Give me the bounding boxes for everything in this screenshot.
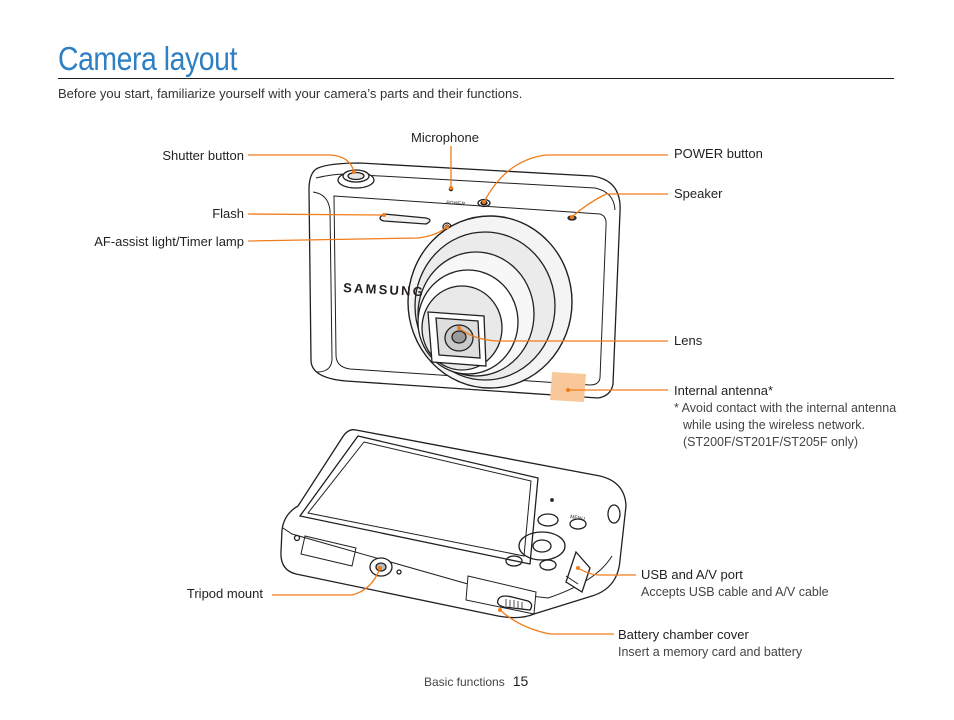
label-af-assist-light: AF-assist light/Timer lamp <box>94 234 244 249</box>
camera-front-illustration <box>308 162 621 402</box>
battery-chamber-description: Insert a memory card and battery <box>618 645 803 659</box>
callout-lens <box>458 327 668 342</box>
label-speaker: Speaker <box>674 186 723 201</box>
antenna-note-line-1: * Avoid contact with the internal antenn… <box>674 401 897 415</box>
callout-flash <box>247 213 385 216</box>
page-footer: Basic functions 15 <box>424 673 528 689</box>
antenna-note-line-2: while using the wireless network. <box>683 418 866 432</box>
callout-speaker <box>571 193 668 218</box>
label-usb-av-port: USB and A/V port <box>641 567 743 582</box>
callout-power <box>483 154 668 203</box>
menu-button-text: MENU <box>570 514 586 523</box>
label-flash: Flash <box>212 206 244 221</box>
footer-section-name: Basic functions <box>424 675 505 689</box>
label-shutter-button: Shutter button <box>162 148 244 163</box>
title-divider <box>58 78 894 79</box>
label-internal-antenna: Internal antenna* <box>674 383 774 398</box>
callout-shutter <box>248 154 355 173</box>
callout-battery <box>499 609 614 635</box>
intro-text: Before you start, familiarize yourself w… <box>58 86 523 101</box>
callout-lines <box>247 146 668 635</box>
callout-tripod <box>272 567 381 596</box>
callout-usb <box>577 567 636 576</box>
label-battery-chamber-cover: Battery chamber cover <box>618 627 749 642</box>
brand-logo: SAMSUNG <box>343 280 426 299</box>
label-lens: Lens <box>674 333 703 348</box>
page-number: 15 <box>512 673 529 689</box>
usb-av-port-description: Accepts USB cable and A/V cable <box>641 585 829 599</box>
callout-endpoints <box>352 170 580 612</box>
antenna-note: * Avoid contact with the internal antenn… <box>674 400 896 451</box>
power-engraving: POWER <box>446 200 466 207</box>
label-tripod-mount: Tripod mount <box>186 586 263 601</box>
camera-back-illustration <box>280 429 627 619</box>
label-power-button: POWER button <box>674 146 763 161</box>
antenna-note-line-3: (ST200F/ST201F/ST205F only) <box>683 435 859 449</box>
label-microphone: Microphone <box>411 130 479 145</box>
page-title: Camera layout <box>58 40 237 77</box>
callout-af-assist <box>247 226 448 242</box>
